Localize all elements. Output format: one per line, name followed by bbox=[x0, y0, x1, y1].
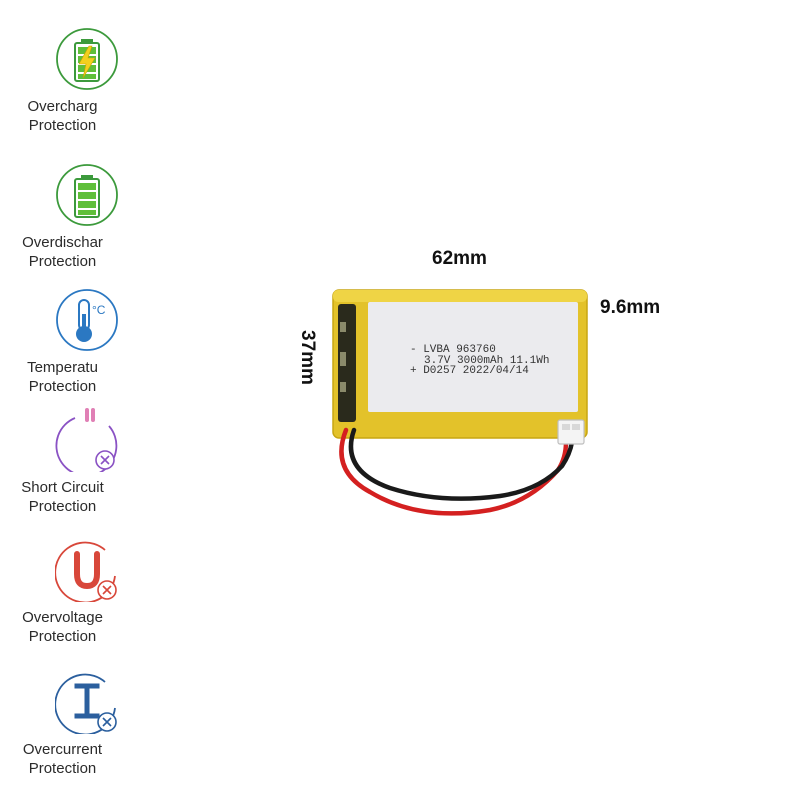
feature-label: Overvoltage bbox=[22, 609, 103, 626]
feature-label: Temperatu bbox=[27, 359, 98, 376]
width-dimension-label: 62mm bbox=[432, 248, 487, 269]
feature-sublabel: Protection bbox=[28, 117, 97, 134]
thickness-dimension-label: 9.6mm bbox=[600, 297, 661, 318]
current-i-icon bbox=[55, 673, 117, 734]
battery-label-line2: 3.7V 3000mAh 11.1Wh bbox=[424, 355, 549, 367]
feature-sublabel: Protection bbox=[28, 628, 97, 645]
feature-short-circuit: Short Circuit Protection bbox=[0, 408, 140, 528]
feature-label: Short Circuit bbox=[21, 479, 104, 496]
feature-label: Overcharg bbox=[27, 98, 98, 115]
battery-label-line3: + D0257 2022/04/14 bbox=[410, 365, 529, 377]
pcb-strip bbox=[338, 304, 356, 422]
svg-text:°C: °C bbox=[92, 303, 106, 317]
feature-sublabel: Protection bbox=[28, 498, 97, 515]
thermometer-icon: °C bbox=[56, 289, 118, 351]
feature-sublabel: Protection bbox=[28, 760, 97, 777]
feature-overdischarge: Overdischar Protection bbox=[0, 163, 140, 283]
voltage-u-icon bbox=[55, 541, 117, 602]
battery-photo: - LVBA 963760 3.7V 3000mAh 11.1Wh + D025… bbox=[332, 289, 588, 516]
battery-label-line1: - LVBA 963760 bbox=[410, 344, 496, 356]
feature-overcurrent: Overcurrent Protection bbox=[0, 670, 140, 790]
short-circuit-icon bbox=[55, 408, 118, 472]
battery-bolt-icon bbox=[56, 28, 118, 90]
red-wire bbox=[339, 427, 569, 516]
feature-sidebar: Overcharg Protection Overdischar Protect… bbox=[0, 0, 140, 800]
battery-full-icon bbox=[56, 164, 118, 226]
jst-connector bbox=[557, 419, 585, 445]
feature-sublabel: Protection bbox=[28, 378, 97, 395]
feature-overcharge: Overcharg Protection bbox=[0, 27, 140, 147]
feature-label: Overcurrent bbox=[22, 741, 103, 758]
black-wire bbox=[348, 427, 575, 501]
feature-overvoltage: Overvoltage Protection bbox=[0, 538, 140, 658]
feature-temperature: °C Temperatu Protection bbox=[0, 288, 140, 408]
battery-label-area bbox=[368, 302, 578, 412]
feature-sublabel: Protection bbox=[28, 253, 97, 270]
feature-label: Overdischar bbox=[22, 234, 103, 251]
